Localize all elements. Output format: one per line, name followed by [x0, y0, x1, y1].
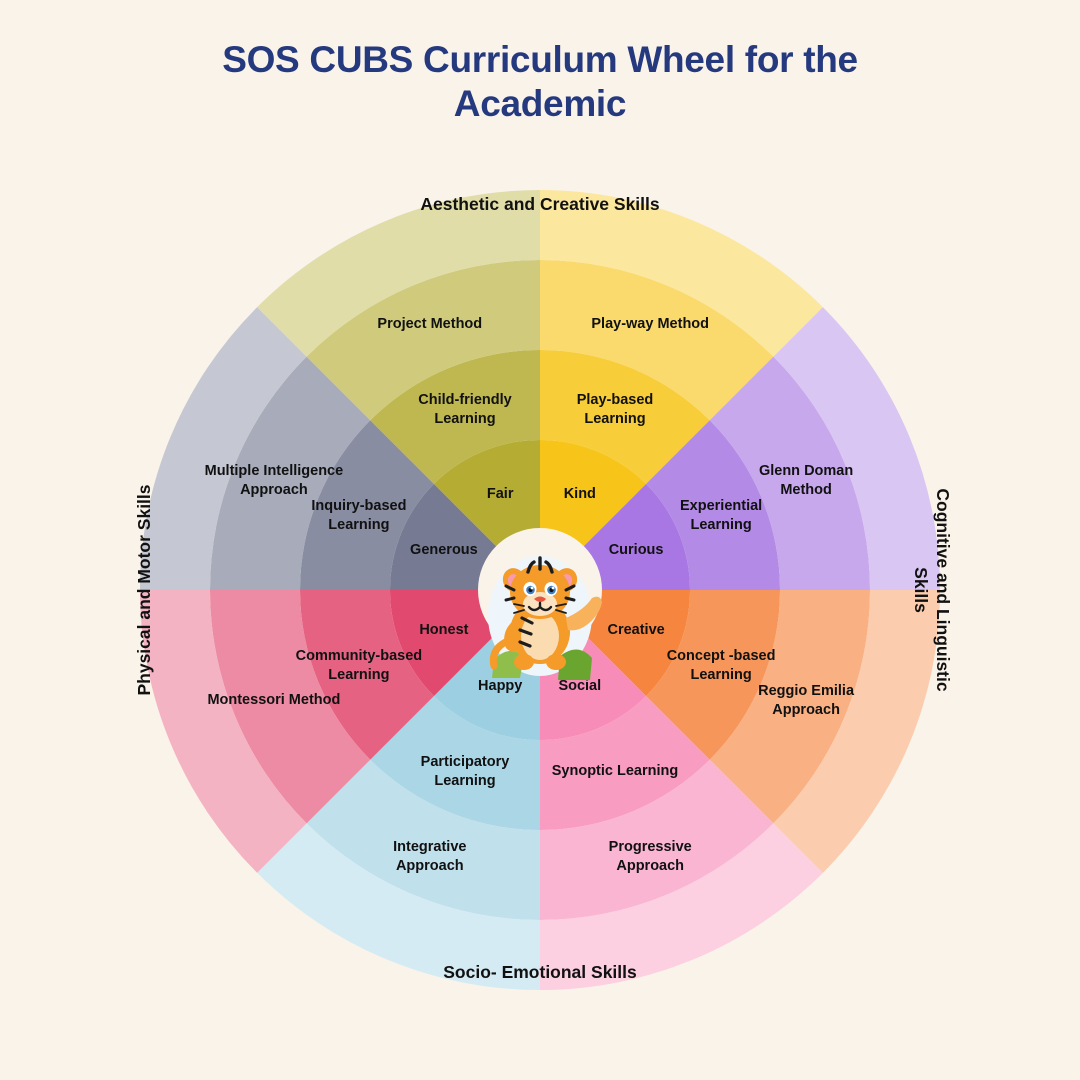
segment-label-synoptic-ring2: Synoptic Learning: [552, 763, 679, 779]
segment-label-community-ring3: Montessori Method: [207, 692, 340, 708]
segment-label-experiential-ring1: Curious: [609, 542, 664, 558]
wheel-segment-play-ring4[interactable]: [540, 190, 823, 357]
segment-label-play-ring3: Play-way Method: [591, 316, 709, 332]
wheel-segment-experiential-ring2[interactable]: [646, 420, 780, 590]
wheel-segment-community-ring1[interactable]: [390, 590, 497, 697]
axis-label-bottom: Socio- Emotional Skills: [443, 962, 637, 982]
wheel-segment-participatory-ring3[interactable]: [306, 759, 540, 920]
segment-label-participatory-ring1: Happy: [478, 678, 522, 694]
segment-label-play-ring1: Kind: [564, 486, 596, 502]
wheel-segment-project-ring1[interactable]: [433, 440, 540, 547]
axis-label-left: Physical and Motor Skills: [134, 484, 154, 695]
wheel-segment-participatory-ring4[interactable]: [257, 823, 540, 990]
wheel-segment-inquiry-ring3[interactable]: [210, 356, 371, 590]
page-title: SOS CUBS Curriculum Wheel for the Academ…: [0, 38, 1080, 125]
wheel-segment-concept-ring1[interactable]: [583, 590, 690, 697]
wheel-segment-concept-ring4[interactable]: [773, 590, 940, 873]
wheel-segment-inquiry-ring1[interactable]: [390, 483, 497, 590]
segment-label-community-ring1: Honest: [419, 622, 468, 638]
axis-label-right-group: Cognitive and Linguistic Skills: [911, 488, 953, 691]
segment-label-inquiry-ring1: Generous: [410, 542, 478, 558]
wheel-segment-play-ring2[interactable]: [540, 350, 710, 484]
wheel-segment-experiential-ring4[interactable]: [773, 307, 940, 590]
segment-label-concept-ring1: Creative: [607, 622, 664, 638]
wheel-segment-community-ring2[interactable]: [300, 590, 434, 760]
wheel-segment-concept-ring3[interactable]: [709, 590, 870, 824]
axis-label-right-line-1: Cognitive and Linguistic: [933, 488, 953, 691]
wheel-sectors: [140, 190, 940, 990]
wheel-segment-project-ring2[interactable]: [370, 350, 540, 484]
segment-label-synoptic-ring1: Social: [558, 678, 601, 694]
page-title-line-1: SOS CUBS Curriculum Wheel for the: [222, 39, 858, 80]
wheel-segment-project-ring3[interactable]: [306, 260, 540, 421]
wheel-segment-inquiry-ring2[interactable]: [300, 420, 434, 590]
wheel-segment-play-ring3[interactable]: [540, 260, 774, 421]
wheel-segment-inquiry-ring4[interactable]: [140, 307, 307, 590]
wheel-segment-participatory-ring2[interactable]: [370, 696, 540, 830]
axis-label-left-group: Physical and Motor Skills: [134, 484, 154, 695]
segment-label-project-ring3: Project Method: [377, 316, 482, 332]
wheel-segment-community-ring3[interactable]: [210, 590, 371, 824]
axis-label-top: Aesthetic and Creative Skills: [420, 194, 660, 214]
wheel-segment-synoptic-ring3[interactable]: [540, 759, 774, 921]
tiger-cub-mascot: [488, 556, 602, 680]
wheel-segment-experiential-ring1[interactable]: [583, 483, 690, 590]
wheel-segment-community-ring4[interactable]: [140, 590, 307, 873]
wheel-segment-experiential-ring3[interactable]: [709, 356, 870, 590]
axis-label-right-line-2: Skills: [911, 567, 931, 613]
wheel-segment-synoptic-ring4[interactable]: [540, 823, 823, 990]
segment-label-project-ring1: Fair: [487, 486, 514, 502]
page-title-line-2: Academic: [453, 82, 627, 124]
wheel-segment-synoptic-ring2[interactable]: [540, 696, 710, 830]
wheel-segment-play-ring1[interactable]: [540, 440, 647, 547]
wheel-segment-concept-ring2[interactable]: [646, 590, 780, 760]
wheel-segment-project-ring4[interactable]: [257, 190, 540, 357]
